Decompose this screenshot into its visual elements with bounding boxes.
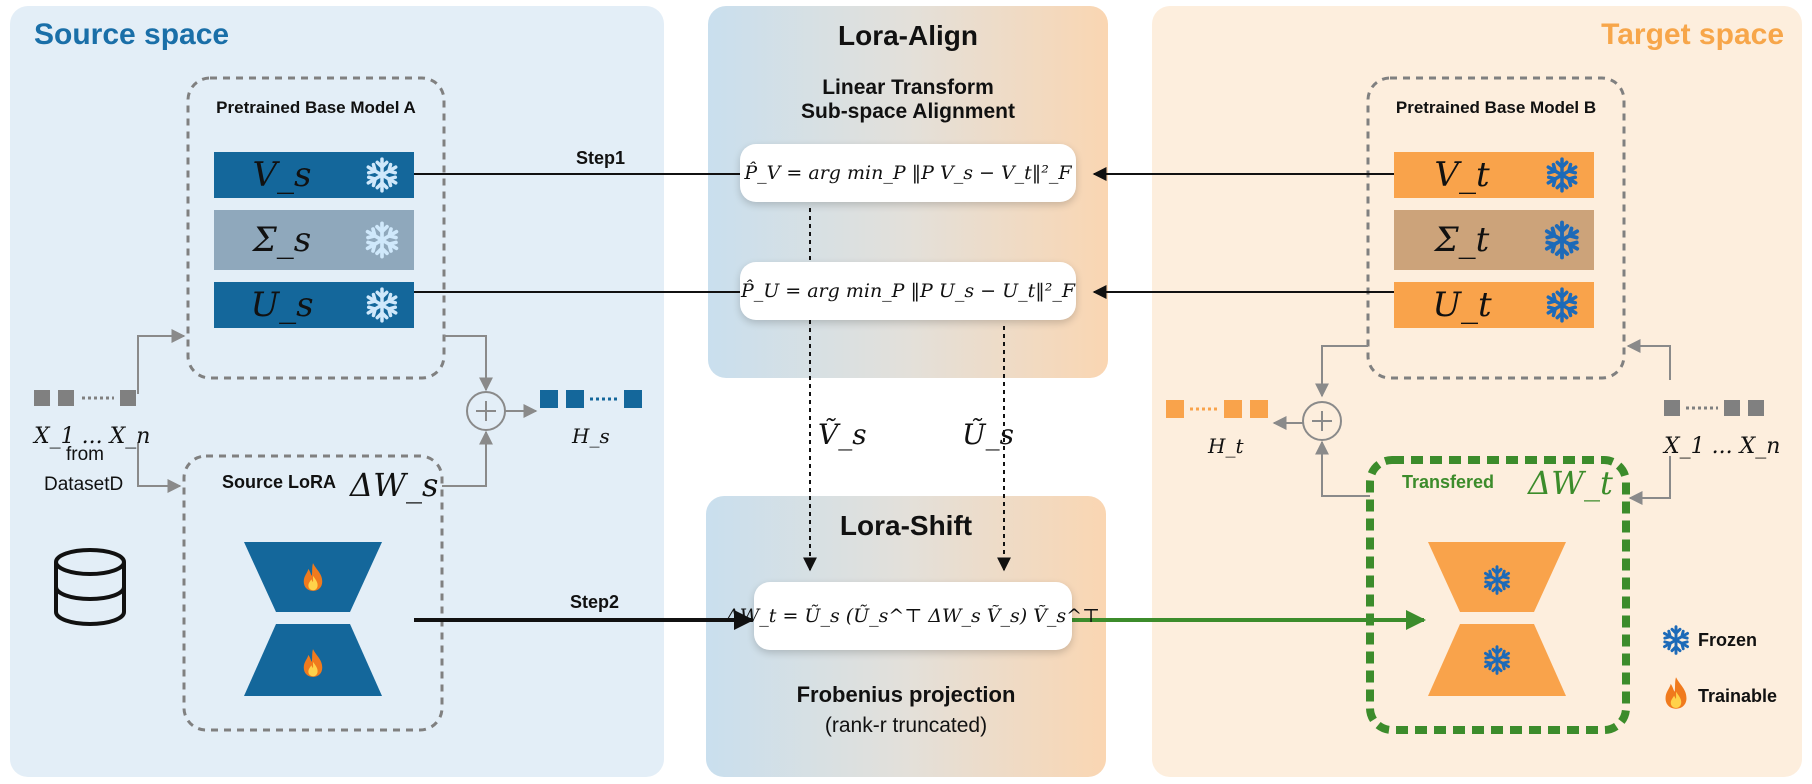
target-sigma-bar: Σ_t bbox=[1394, 210, 1594, 270]
snowflake-icon bbox=[1481, 644, 1513, 676]
formula-shift-box: ΔW_t = Ũ_s (Ũ_s^⊤ ΔW_s Ṽ_s) Ṽ_s^⊤ bbox=[726, 582, 1100, 650]
flame-icon bbox=[301, 648, 325, 678]
source-output-label: H_s bbox=[572, 424, 610, 448]
source-space-title: Source space bbox=[34, 18, 230, 51]
lora-align-subtitle-1: Linear Transform bbox=[822, 76, 994, 99]
legend-trainable-label: Trainable bbox=[1698, 686, 1778, 706]
target-u-bar: U_t bbox=[1394, 282, 1594, 328]
source-v-bar: V_s bbox=[214, 152, 414, 198]
source-lora-symbol: ΔW_s bbox=[350, 466, 439, 504]
formula-shift: ΔW_t = Ũ_s (Ũ_s^⊤ ΔW_s Ṽ_s) Ṽ_s^⊤ bbox=[726, 605, 1100, 627]
source-u-bar: U_s bbox=[214, 282, 414, 328]
v-tilde-label: Ṽ_s bbox=[818, 418, 867, 451]
frobenius-caption: Frobenius projection bbox=[796, 682, 1016, 707]
target-lora-symbol: ΔW_t bbox=[1528, 464, 1613, 502]
formula-pv-box: P̂_V = arg min_P ‖P V_s − V_t‖²_F bbox=[740, 144, 1076, 202]
source-sigma-label: Σ_s bbox=[252, 220, 312, 260]
formula-pv: P̂_V = arg min_P ‖P V_s − V_t‖²_F bbox=[744, 162, 1072, 184]
database-icon bbox=[56, 548, 124, 626]
formula-pu: P̂_U = arg min_P ‖P U_s − U_t‖²_F bbox=[740, 280, 1076, 302]
target-v-bar: V_t bbox=[1394, 152, 1594, 198]
flame-icon bbox=[301, 562, 325, 592]
base-model-b-title: Pretrained Base Model B bbox=[1395, 98, 1597, 117]
target-input-label: X_1 ... X_n bbox=[1664, 434, 1781, 459]
snowflake-icon bbox=[1530, 156, 1594, 194]
snowflake-icon bbox=[1530, 219, 1594, 261]
target-u-label: U_t bbox=[1432, 285, 1492, 325]
base-model-a-title: Pretrained Base Model A bbox=[216, 98, 416, 117]
legend-frozen-label: Frozen bbox=[1698, 630, 1758, 650]
step1-label: Step1 bbox=[576, 148, 626, 168]
source-sigma-bar: Σ_s bbox=[214, 210, 414, 270]
source-dataset-label: DatasetD bbox=[44, 474, 124, 495]
source-v-label: V_s bbox=[252, 155, 312, 195]
target-space-title: Target space bbox=[1601, 18, 1784, 51]
source-input-label: X_1 ... X_n bbox=[34, 424, 151, 449]
snowflake-icon bbox=[1530, 286, 1594, 324]
lora-align-title: Lora-Align bbox=[838, 20, 978, 51]
target-sigma-label: Σ_t bbox=[1434, 220, 1490, 260]
snowflake-icon bbox=[350, 156, 414, 194]
snowflake-icon bbox=[1481, 564, 1513, 596]
target-output-label: H_t bbox=[1208, 434, 1244, 458]
source-lora-label: Source LoRA bbox=[222, 472, 337, 492]
legend-snowflake-icon bbox=[1660, 624, 1692, 656]
formula-pu-box: P̂_U = arg min_P ‖P U_s − U_t‖²_F bbox=[740, 262, 1076, 320]
lora-align-subtitle-2: Sub-space Alignment bbox=[801, 100, 1015, 123]
source-from-label: from bbox=[66, 444, 104, 465]
snowflake-icon bbox=[350, 220, 414, 260]
rank-caption: (rank-r truncated) bbox=[824, 714, 988, 737]
step2-label: Step2 bbox=[570, 592, 620, 612]
snowflake-icon bbox=[350, 286, 414, 324]
target-v-label: V_t bbox=[1434, 155, 1490, 195]
source-u-label: U_s bbox=[250, 285, 314, 325]
u-tilde-label: Ũ_s bbox=[962, 418, 1014, 451]
legend-flame-icon bbox=[1662, 676, 1690, 710]
transfered-label: Transfered bbox=[1402, 472, 1495, 492]
lora-shift-title: Lora-Shift bbox=[839, 510, 973, 541]
